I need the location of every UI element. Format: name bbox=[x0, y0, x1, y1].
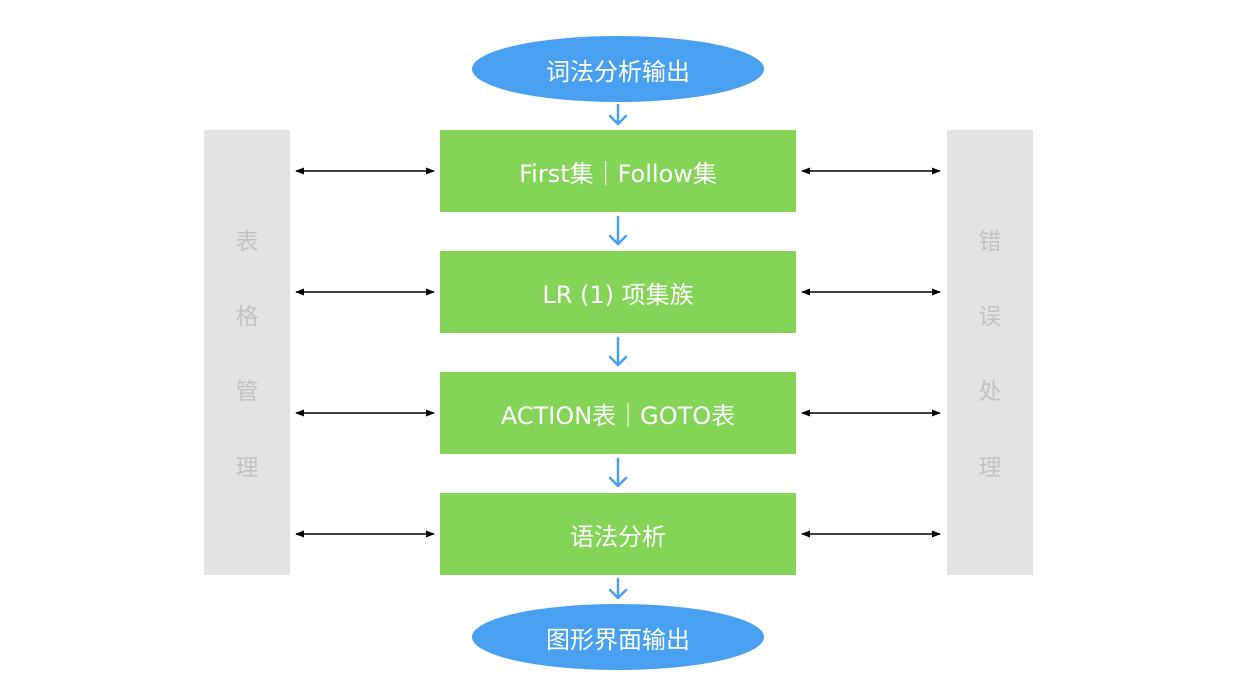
start-node-lexical-output: 词法分析输出 bbox=[472, 36, 764, 102]
start-node-label: 词法分析输出 bbox=[546, 57, 690, 86]
step-lr1-item-sets: LR (1) 项集族 bbox=[440, 251, 796, 333]
step-label: ACTION表｜GOTO表 bbox=[500, 401, 736, 430]
table-management-panel: 表 格 管 理 bbox=[204, 130, 290, 575]
panel-char: 错 bbox=[978, 229, 1002, 255]
panel-char: 误 bbox=[978, 304, 1002, 330]
step-first-follow: First集｜Follow集 bbox=[440, 130, 796, 212]
error-handling-panel: 错 误 处 理 bbox=[947, 130, 1033, 575]
panel-char: 理 bbox=[978, 455, 1002, 481]
flow-arrow-down bbox=[608, 457, 628, 488]
step-label: LR (1) 项集族 bbox=[542, 280, 694, 309]
panel-char: 处 bbox=[978, 379, 1002, 405]
step-action-goto: ACTION表｜GOTO表 bbox=[440, 372, 796, 454]
end-node-gui-output: 图形界面输出 bbox=[472, 604, 764, 670]
panel-char: 管 bbox=[235, 379, 259, 405]
flow-arrow-down bbox=[608, 215, 628, 246]
panel-char: 理 bbox=[235, 455, 259, 481]
panel-char: 表 bbox=[235, 229, 259, 255]
panel-char: 格 bbox=[235, 304, 259, 330]
step-syntax-analysis: 语法分析 bbox=[440, 493, 796, 575]
step-label: 语法分析 bbox=[570, 522, 666, 551]
flow-arrow-down bbox=[608, 577, 628, 600]
flow-arrow-down bbox=[608, 336, 628, 367]
end-node-label: 图形界面输出 bbox=[546, 625, 690, 654]
flow-arrow-down bbox=[608, 103, 628, 126]
step-label: First集｜Follow集 bbox=[519, 159, 717, 188]
